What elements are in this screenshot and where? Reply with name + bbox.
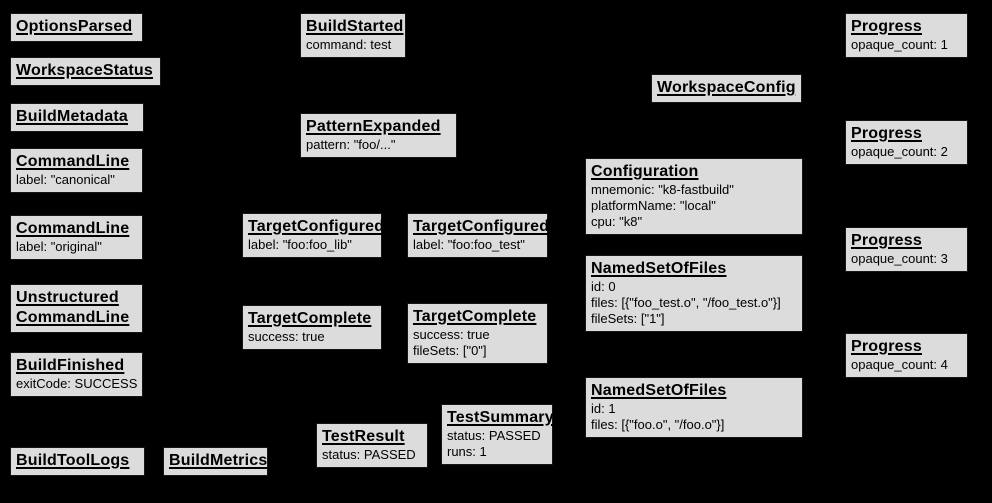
node-title: NamedSetOfFiles xyxy=(591,382,727,399)
node-field: cpu: "k8" xyxy=(591,214,643,229)
node-progress-3: Progress opaque_count: 3 xyxy=(845,227,968,272)
node-title: Progress xyxy=(851,18,922,35)
node-progress-4: Progress opaque_count: 4 xyxy=(845,333,968,378)
node-title: BuildFinished xyxy=(16,357,125,374)
node-field: status: PASSED xyxy=(322,447,416,462)
node-field: opaque_count: 3 xyxy=(851,251,948,266)
node-configuration: Configuration mnemonic: "k8-fastbuild" p… xyxy=(585,158,803,235)
node-field: pattern: "foo/..." xyxy=(306,137,396,152)
node-field: opaque_count: 2 xyxy=(851,144,948,159)
node-named-set-of-files-1: NamedSetOfFiles id: 1 files: [{"foo.o", … xyxy=(585,377,803,438)
node-unstructured-command-line: Unstructured CommandLine xyxy=(10,284,143,333)
node-field: mnemonic: "k8-fastbuild" xyxy=(591,182,734,197)
node-title: TestResult xyxy=(322,428,405,445)
node-field: platformName: "local" xyxy=(591,198,716,213)
node-title: Unstructured CommandLine xyxy=(16,289,130,326)
node-field: label: "canonical" xyxy=(16,172,115,187)
node-field: opaque_count: 4 xyxy=(851,357,948,372)
node-workspace-config: WorkspaceConfig xyxy=(651,74,802,103)
node-build-metrics: BuildMetrics xyxy=(163,447,268,476)
node-pattern-expanded: PatternExpanded pattern: "foo/..." xyxy=(300,113,457,158)
node-command-line-original: CommandLine label: "original" xyxy=(10,215,143,260)
node-command-line-canonical: CommandLine label: "canonical" xyxy=(10,148,143,193)
node-build-metadata: BuildMetadata xyxy=(10,103,144,132)
node-field: runs: 1 xyxy=(447,444,487,459)
node-test-result: TestResult status: PASSED xyxy=(316,423,428,468)
node-field: id: 1 xyxy=(591,401,616,416)
node-title: Configuration xyxy=(591,163,699,180)
node-field: command: test xyxy=(306,37,392,52)
node-field: files: [{"foo_test.o", "/foo_test.o"}] xyxy=(591,295,781,310)
node-title: BuildMetadata xyxy=(16,108,128,125)
node-field: label: "foo:foo_lib" xyxy=(248,237,352,252)
node-build-finished: BuildFinished exitCode: SUCCESS xyxy=(10,352,143,397)
node-title: CommandLine xyxy=(16,153,130,170)
node-title: BuildToolLogs xyxy=(16,452,130,469)
node-progress-2: Progress opaque_count: 2 xyxy=(845,120,968,165)
node-field: exitCode: SUCCESS xyxy=(16,376,138,391)
node-field: id: 0 xyxy=(591,279,616,294)
node-field: label: "foo:foo_test" xyxy=(413,237,525,252)
node-title: TargetConfigured xyxy=(413,218,550,235)
node-field: opaque_count: 1 xyxy=(851,37,948,52)
node-title: NamedSetOfFiles xyxy=(591,260,727,277)
node-title: TargetConfigured xyxy=(248,218,385,235)
node-build-tool-logs: BuildToolLogs xyxy=(10,447,145,476)
node-field: fileSets: ["1"] xyxy=(591,311,665,326)
node-workspace-status: WorkspaceStatus xyxy=(10,57,161,86)
node-title: BuildStarted xyxy=(306,18,404,35)
node-title: TestSummary xyxy=(447,409,554,426)
node-title: Progress xyxy=(851,125,922,142)
node-target-configured-foo-lib: TargetConfigured label: "foo:foo_lib" xyxy=(242,213,385,258)
node-title: WorkspaceStatus xyxy=(16,62,153,79)
node-title: TargetComplete xyxy=(413,308,537,325)
node-field: success: true xyxy=(413,327,490,342)
node-field: success: true xyxy=(248,329,325,344)
node-title: WorkspaceConfig xyxy=(657,79,796,96)
node-title: CommandLine xyxy=(16,220,130,237)
node-target-complete-foo-lib: TargetComplete success: true xyxy=(242,305,382,350)
node-progress-1: Progress opaque_count: 1 xyxy=(845,13,968,58)
node-field: status: PASSED xyxy=(447,428,541,443)
node-title: TargetComplete xyxy=(248,310,372,327)
node-options-parsed: OptionsParsed xyxy=(10,13,143,42)
node-target-configured-foo-test: TargetConfigured label: "foo:foo_test" xyxy=(407,213,550,258)
node-title: OptionsParsed xyxy=(16,18,133,35)
node-named-set-of-files-0: NamedSetOfFiles id: 0 files: [{"foo_test… xyxy=(585,255,803,332)
node-title: PatternExpanded xyxy=(306,118,441,135)
node-target-complete-foo-test: TargetComplete success: true fileSets: [… xyxy=(407,303,548,364)
node-title: BuildMetrics xyxy=(169,452,268,469)
node-build-started: BuildStarted command: test xyxy=(300,13,406,58)
node-title: Progress xyxy=(851,232,922,249)
node-field: label: "original" xyxy=(16,239,102,254)
node-field: files: [{"foo.o", "/foo.o"}] xyxy=(591,417,725,432)
node-field: fileSets: ["0"] xyxy=(413,343,487,358)
node-title: Progress xyxy=(851,338,922,355)
node-test-summary: TestSummary status: PASSED runs: 1 xyxy=(441,404,554,465)
